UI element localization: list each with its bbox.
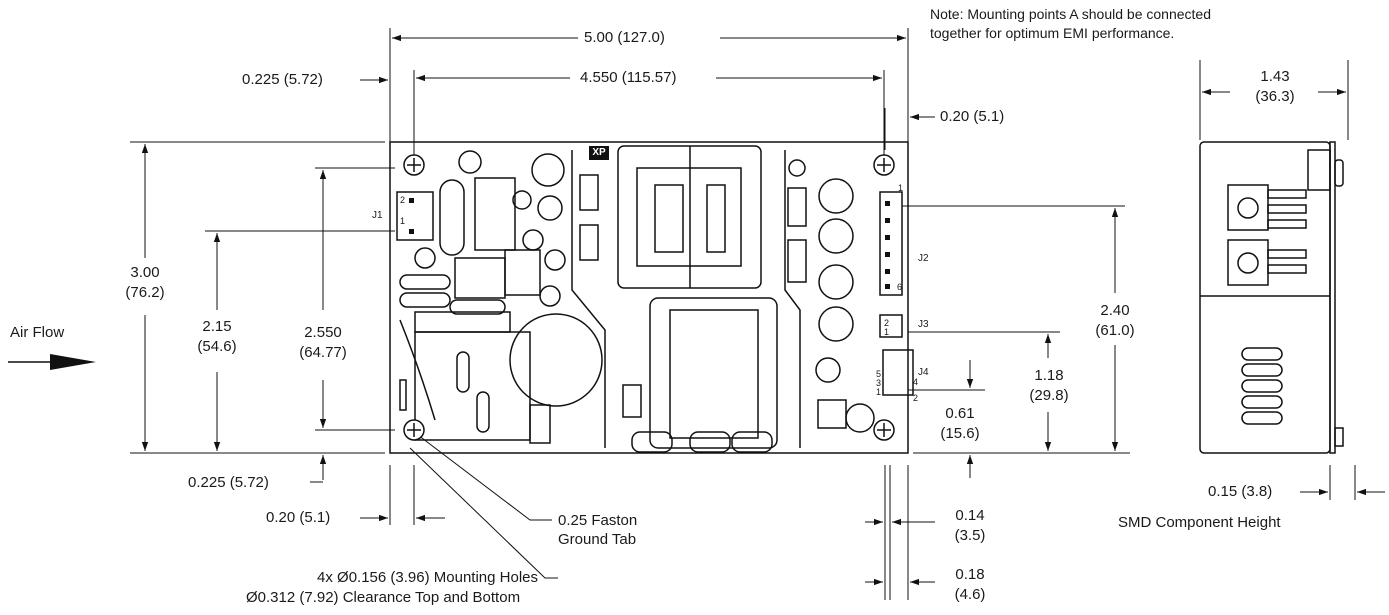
faston-label-line-2: Ground Tab xyxy=(558,531,637,548)
j3-pin-1-label: 1 xyxy=(884,327,890,337)
j2-pin-1-label: 1 xyxy=(898,183,904,193)
dim-j3-height-in: 1.18 xyxy=(1034,367,1064,384)
mounting-hole-bottom-left xyxy=(403,419,425,441)
dim-left-offset-top: 0.225 (5.72) xyxy=(242,71,323,88)
dim-left-offset-bottom: 0.20 (5.1) xyxy=(266,509,331,526)
note-line-2: together for optimum EMI performance. xyxy=(930,25,1175,41)
dim-j1-height-in: 2.15 xyxy=(202,318,232,335)
dim-height-in: 3.00 xyxy=(130,264,160,281)
j1-pins xyxy=(409,198,414,234)
dim-j4-height-in: 0.61 xyxy=(945,405,975,422)
dim-height-mm: (76.2) xyxy=(125,284,165,301)
dim-hole-spacing-y-in: 2.550 xyxy=(304,324,342,341)
j1-pin-2-label: 2 xyxy=(400,195,406,205)
mounting-holes-label-line-1: 4x Ø0.156 (3.96) Mounting Holes xyxy=(317,569,538,586)
extension-lines xyxy=(130,28,1356,600)
dim-side-width-mm: (36.3) xyxy=(1255,88,1295,105)
j4-pin-4-label: 4 xyxy=(913,377,919,387)
leader-lines xyxy=(409,431,558,579)
faston-label-line-1: 0.25 Faston xyxy=(558,512,638,529)
air-flow-label: Air Flow xyxy=(10,324,65,341)
j3-label: J3 xyxy=(918,319,929,330)
j1-label: J1 xyxy=(372,210,383,221)
dim-j1-height-mm: (54.6) xyxy=(197,338,237,355)
j4-pin-3-label: 3 xyxy=(876,378,882,388)
j4-pin-1-label: 1 xyxy=(876,387,882,397)
mounting-holes-label-line-2: Ø0.312 (7.92) Clearance Top and Bottom xyxy=(246,589,521,606)
dim-j4-pin-offset-in: 0.18 xyxy=(955,566,985,583)
j2-pins xyxy=(885,201,890,289)
dim-j3-height-mm: (29.8) xyxy=(1029,387,1069,404)
dim-smd-height: 0.15 (3.8) xyxy=(1208,483,1273,500)
dim-j2-pin-offset-mm: (3.5) xyxy=(954,527,986,544)
mounting-hole-top-right xyxy=(873,154,895,176)
mounting-hole-top-left xyxy=(403,154,425,176)
dim-overall-width: 5.00 (127.0) xyxy=(584,29,665,46)
dim-j4-pin-offset-mm: (4.6) xyxy=(954,586,986,603)
mounting-hole-bottom-right xyxy=(873,419,895,441)
dim-side-width-in: 1.43 xyxy=(1260,68,1290,85)
j2-label: J2 xyxy=(918,253,929,264)
dim-j2-pin-offset-in: 0.14 xyxy=(955,507,985,524)
mounting-holes xyxy=(403,154,895,441)
xp-logo: XP xyxy=(589,146,609,160)
j3-pin-2-label: 2 xyxy=(884,318,890,328)
j1-pin-1-label: 1 xyxy=(400,216,406,226)
j4-pin-5-label: 5 xyxy=(876,369,882,379)
j2-pin-6-label: 6 xyxy=(897,282,903,292)
smd-caption: SMD Component Height xyxy=(1118,514,1281,531)
air-flow-arrow xyxy=(8,354,96,370)
pcb-top-view xyxy=(389,141,914,454)
side-view xyxy=(1199,141,1344,454)
dimension-lines xyxy=(141,34,1385,586)
note-line-1: Note: Mounting points A should be connec… xyxy=(930,6,1211,22)
dim-j2-height-in: 2.40 xyxy=(1100,302,1130,319)
dim-j2-height-mm: (61.0) xyxy=(1095,322,1135,339)
j4-label: J4 xyxy=(918,367,929,378)
j4-pin-2-label: 2 xyxy=(913,393,919,403)
dim-right-offset-top: 0.20 (5.1) xyxy=(940,108,1005,125)
dim-hole-spacing-y-mm: (64.77) xyxy=(299,344,347,361)
dim-bottom-offset: 0.225 (5.72) xyxy=(188,474,269,491)
dim-hole-spacing-x: 4.550 (115.57) xyxy=(580,69,677,86)
dim-j4-height-mm: (15.6) xyxy=(940,425,980,442)
